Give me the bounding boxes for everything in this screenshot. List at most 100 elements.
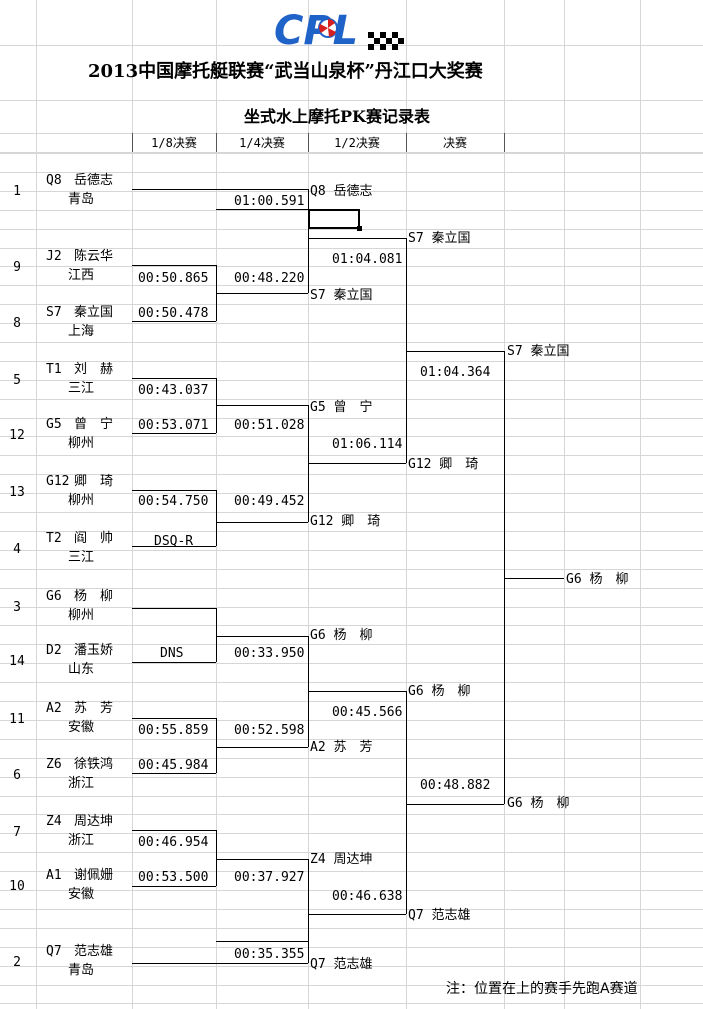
champion: G6 杨 柳 — [566, 572, 629, 587]
qf-winner: S7 秦立国 — [310, 288, 373, 303]
r16-time: DNS — [160, 646, 184, 661]
racer-name: 阎 帅 — [74, 531, 114, 546]
racer-code: G12 — [46, 474, 70, 489]
final-time: 01:04.364 — [420, 365, 491, 380]
racer-code: A2 — [46, 701, 62, 716]
racer-name: 范志雄 — [74, 944, 114, 959]
racer-code: Q7 — [46, 944, 62, 959]
selected-cell[interactable] — [308, 209, 362, 231]
qf-winner: Q8 岳德志 — [310, 184, 373, 199]
seed-number: 11 — [9, 712, 25, 727]
seed-number: 4 — [13, 542, 21, 557]
r16-time: 00:55.859 — [138, 723, 209, 738]
racer-code: G5 — [46, 417, 62, 432]
racer-name: 杨 柳 — [74, 589, 114, 604]
racer-name: 周达坤 — [74, 814, 114, 829]
logo-text: CPL — [274, 8, 358, 52]
cpl-logo: CPL — [274, 8, 404, 52]
page-subtitle: 坐式水上摩托PK赛记录表 — [244, 107, 430, 126]
racer-team: 山东 — [68, 662, 95, 677]
qf-time: 00:37.927 — [234, 870, 305, 885]
r16-time: DSQ-R — [154, 534, 194, 549]
r16-time: 00:54.750 — [138, 494, 209, 509]
racer-team: 江西 — [68, 268, 95, 283]
racer-code: Q8 — [46, 173, 62, 188]
qf-time: 00:51.028 — [234, 418, 305, 433]
sf-time: 01:04.081 — [332, 252, 403, 267]
sf-winner: S7 秦立国 — [408, 231, 471, 246]
final-winner: G6 杨 柳 — [507, 796, 570, 811]
sf-winner: G12 卿 琦 — [408, 457, 479, 472]
r16-time: 00:50.865 — [138, 271, 209, 286]
seed-number: 9 — [13, 260, 21, 275]
qf-winner: Z4 周达坤 — [310, 852, 373, 867]
seed-number: 1 — [13, 184, 21, 199]
qf-time: 00:49.452 — [234, 494, 305, 509]
seed-number: 2 — [13, 955, 21, 970]
racer-team: 安徽 — [68, 720, 95, 735]
racer-code: Z6 — [46, 757, 62, 772]
sf-time: 00:46.638 — [332, 889, 403, 904]
racer-team: 安徽 — [68, 887, 95, 902]
seed-number: 8 — [13, 316, 21, 331]
round-header-r16: 1/8决赛 — [151, 136, 197, 150]
qf-time: 00:52.598 — [234, 723, 305, 738]
r16-time: 00:53.071 — [138, 418, 209, 433]
qf-winner: A2 苏 芳 — [310, 740, 373, 755]
racer-code: G6 — [46, 589, 62, 604]
seed-number: 3 — [13, 600, 21, 615]
footer-note: 注：位置在上的赛手先跑A赛道 — [446, 981, 638, 997]
sf-time: 00:45.566 — [332, 705, 403, 720]
sf-winner: Q7 范志雄 — [408, 908, 471, 923]
racer-name: 曾 宁 — [74, 417, 114, 432]
r16-time: 00:53.500 — [138, 870, 209, 885]
racer-code: D2 — [46, 643, 62, 658]
racer-team: 青岛 — [68, 192, 95, 207]
racer-team: 柳州 — [68, 608, 95, 623]
racer-name: 刘 赫 — [74, 362, 114, 377]
page-title: 2013中国摩托艇联赛“武当山泉杯”丹江口大奖赛 — [88, 61, 483, 82]
qf-time: 00:48.220 — [234, 271, 305, 286]
racer-team: 三江 — [68, 550, 95, 565]
final-time: 00:48.882 — [420, 778, 491, 793]
racer-name: 徐铁鸿 — [74, 757, 114, 772]
round-header-qf: 1/4决赛 — [239, 136, 285, 150]
r16-time: 00:43.037 — [138, 383, 209, 398]
sf-time: 01:06.114 — [332, 437, 403, 452]
racer-name: 秦立国 — [74, 305, 114, 320]
racer-team: 青岛 — [68, 963, 95, 978]
racer-code: T2 — [46, 531, 62, 546]
qf-winner: G6 杨 柳 — [310, 628, 373, 643]
racer-code: A1 — [46, 868, 62, 883]
racer-team: 柳州 — [68, 493, 95, 508]
racer-name: 潘玉娇 — [74, 643, 114, 658]
seed-number: 10 — [9, 879, 25, 894]
r16-time: 00:45.984 — [138, 758, 209, 773]
r16-time: 00:50.478 — [138, 306, 209, 321]
final-winner: S7 秦立国 — [507, 344, 570, 359]
seed-number: 13 — [9, 485, 25, 500]
qf-winner: G12 卿 琦 — [310, 514, 381, 529]
racer-team: 三江 — [68, 381, 95, 396]
round-header-final: 决赛 — [442, 136, 467, 150]
qf-winner: G5 曾 宁 — [310, 400, 373, 415]
seed-number: 12 — [9, 428, 25, 443]
qf-time: 00:33.950 — [234, 646, 305, 661]
racer-code: T1 — [46, 362, 62, 377]
racer-code: Z4 — [46, 814, 62, 829]
seed-number: 6 — [13, 768, 21, 783]
racer-team: 浙江 — [68, 776, 95, 791]
racer-team: 上海 — [68, 324, 95, 339]
qf-time: 01:00.591 — [234, 194, 305, 209]
r16-time: 00:46.954 — [138, 835, 209, 850]
racer-team: 柳州 — [68, 436, 95, 451]
qf-winner: Q7 范志雄 — [310, 957, 373, 972]
racer-name: 苏 芳 — [74, 701, 114, 716]
sf-winner: G6 杨 柳 — [408, 684, 471, 699]
racer-name: 陈云华 — [74, 249, 114, 264]
qf-time: 00:35.355 — [234, 947, 305, 962]
racer-code: S7 — [46, 305, 62, 320]
racer-code: J2 — [46, 249, 62, 264]
racer-name: 卿 琦 — [74, 474, 114, 489]
